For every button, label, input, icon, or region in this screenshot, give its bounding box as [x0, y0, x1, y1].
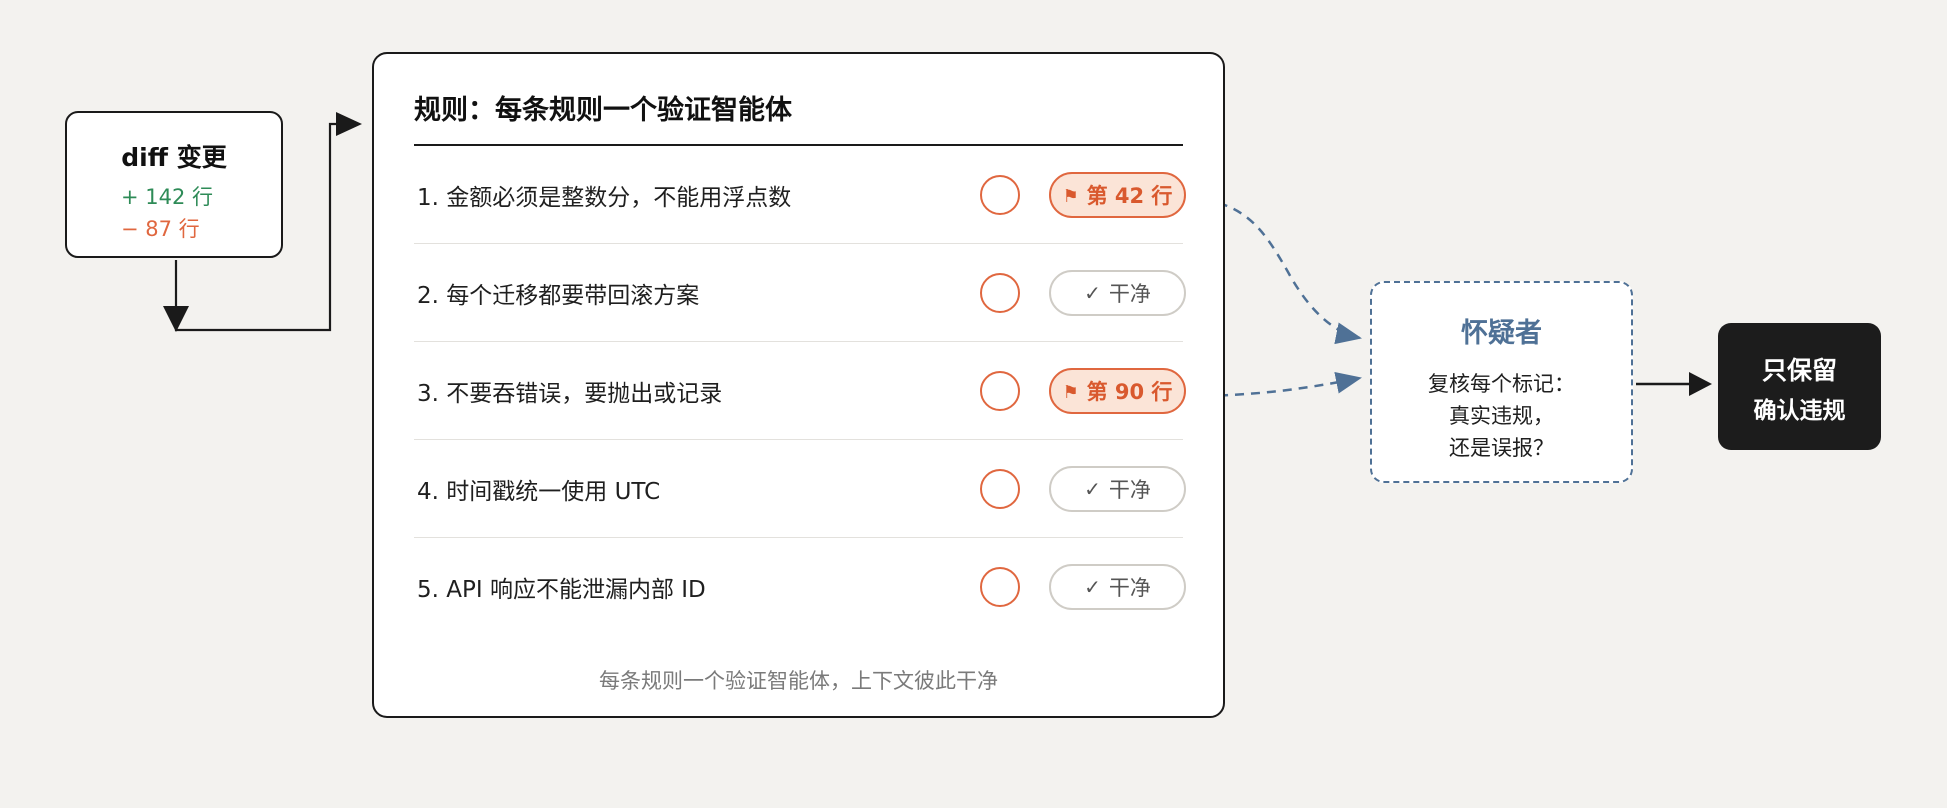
flag-icon: ⚑	[1062, 186, 1079, 207]
badge-label: 干净	[1108, 576, 1151, 600]
rule-text: 5. API 响应不能泄漏内部 ID	[417, 577, 706, 603]
badge-label: 干净	[1108, 282, 1151, 306]
check-icon: ✓	[1084, 281, 1101, 305]
rules-panel-title: 规则：每条规则一个验证智能体	[414, 95, 792, 126]
rule-text: 2. 每个迁移都要带回滚方案	[417, 283, 700, 309]
row-divider	[414, 438, 1183, 440]
clean-badge[interactable]: ✓ 干净	[1049, 564, 1186, 610]
status-circle	[980, 175, 1020, 215]
skeptic-line: 还是误报？	[1449, 436, 1554, 460]
status-circle	[980, 567, 1020, 607]
rule-row-1: 1. 金额必须是整数分，不能用浮点数 ⚑ 第 42 行	[414, 146, 1186, 244]
skeptic-line: 复核每个标记：	[1428, 372, 1575, 396]
skeptic-line: 真实违规，	[1449, 404, 1554, 428]
flag-icon: ⚑	[1062, 382, 1079, 403]
badge-label: 干净	[1108, 478, 1151, 502]
flag-badge-line-42[interactable]: ⚑ 第 42 行	[1049, 172, 1186, 218]
diff-added-lines: + 142 行	[121, 185, 214, 209]
rule-text: 4. 时间戳统一使用 UTC	[417, 479, 661, 505]
keep-confirmed-box: 只保留 确认违规	[1718, 323, 1881, 450]
row-divider	[414, 536, 1183, 538]
skeptic-box: 怀疑者 复核每个标记： 真实违规， 还是误报？	[1370, 281, 1633, 483]
status-circle	[980, 273, 1020, 313]
flag-badge-line-90[interactable]: ⚑ 第 90 行	[1049, 368, 1186, 414]
row-divider	[414, 242, 1183, 244]
title-divider	[414, 144, 1183, 146]
row-divider	[414, 340, 1183, 342]
diff-down-arrowhead	[163, 306, 189, 332]
diff-title: diff 变更	[121, 143, 227, 172]
badge-label: 第 90 行	[1086, 380, 1173, 404]
clean-badge[interactable]: ✓ 干净	[1049, 270, 1186, 316]
diff-removed-lines: − 87 行	[121, 217, 200, 241]
badge-label: 第 42 行	[1086, 184, 1173, 208]
rule-row-3: 3. 不要吞错误，要抛出或记录 ⚑ 第 90 行	[414, 342, 1186, 440]
skeptic-title: 怀疑者	[1461, 318, 1542, 349]
rules-panel: 规则：每条规则一个验证智能体 1. 金额必须是整数分，不能用浮点数 ⚑ 第 42…	[372, 52, 1225, 718]
clean-badge[interactable]: ✓ 干净	[1049, 466, 1186, 512]
keep-title: 只保留	[1761, 356, 1837, 385]
status-circle	[980, 469, 1020, 509]
keep-subtitle: 确认违规	[1753, 398, 1846, 424]
keep-arrowhead	[1689, 372, 1712, 396]
rules-entry-arrowhead	[336, 112, 362, 136]
rules-panel-footer: 每条规则一个验证智能体，上下文彼此干净	[599, 669, 998, 693]
rule-row-2: 2. 每个迁移都要带回滚方案 ✓ 干净	[414, 244, 1186, 342]
rule-row-5: 5. API 响应不能泄漏内部 ID ✓ 干净	[414, 538, 1186, 636]
check-icon: ✓	[1084, 575, 1101, 599]
status-circle	[980, 371, 1020, 411]
rule-text: 3. 不要吞错误，要抛出或记录	[417, 381, 723, 407]
rule-text: 1. 金额必须是整数分，不能用浮点数	[417, 185, 792, 211]
diff-box: diff 变更 + 142 行 − 87 行	[65, 111, 283, 258]
rule-row-4: 4. 时间戳统一使用 UTC ✓ 干净	[414, 440, 1186, 538]
check-icon: ✓	[1084, 477, 1101, 501]
